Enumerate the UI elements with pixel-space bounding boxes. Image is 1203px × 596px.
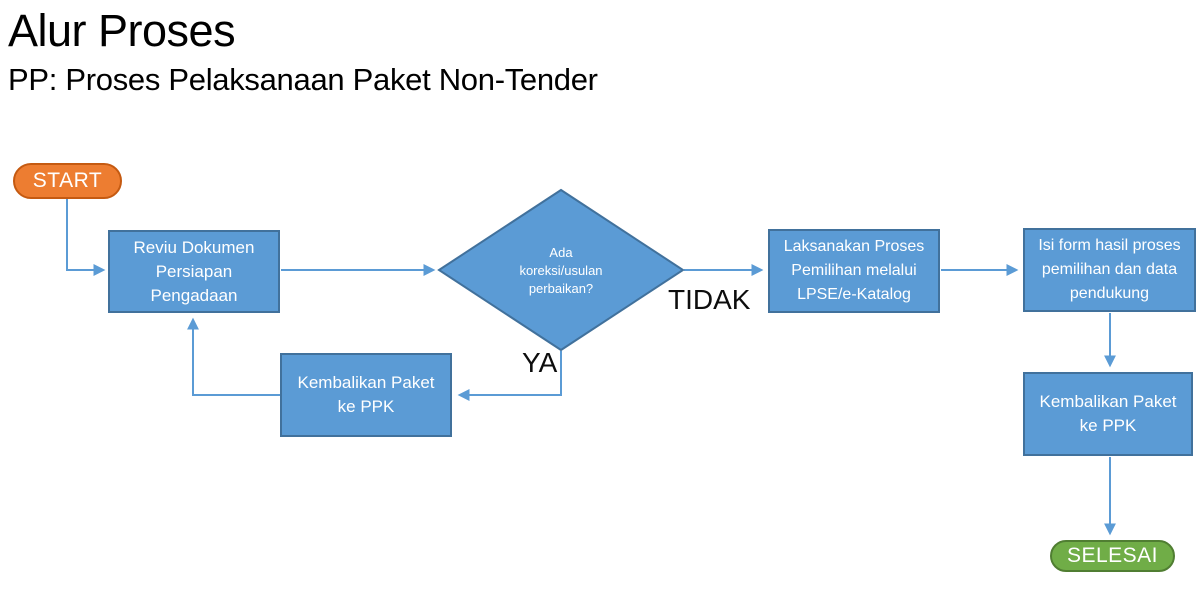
process-box-kembalikan-right: Kembalikan Paket ke PPK: [1023, 372, 1193, 456]
edge-label-tidak: TIDAK: [668, 284, 751, 315]
edge-label-ya: YA: [522, 347, 558, 378]
process-box-laksanakan: Laksanakan Proses Pemilihan melalui LPSE…: [768, 229, 940, 313]
arrow-kembalikan-left-to-reviu: [187, 317, 280, 396]
start-node: START: [13, 163, 122, 199]
end-node: SELESAI: [1050, 540, 1175, 572]
page-title: Alur Proses: [8, 5, 236, 56]
page-subtitle: PP: Proses Pelaksanaan Paket Non-Tender: [8, 62, 598, 97]
decision-label: Ada koreksi/usulan perbaikan?: [519, 245, 603, 296]
process-box-reviu: Reviu Dokumen Persiapan Pengadaan: [108, 230, 280, 313]
arrow-start-to-reviu: [66, 198, 106, 276]
process-box-kembalikan-left: Kembalikan Paket ke PPK: [280, 353, 452, 437]
process-box-isi-form: Isi form hasil proses pemilihan dan data…: [1023, 228, 1196, 312]
arrow-decision-to-kembalikan-left: [457, 351, 562, 401]
decision-diamond: [437, 188, 685, 352]
